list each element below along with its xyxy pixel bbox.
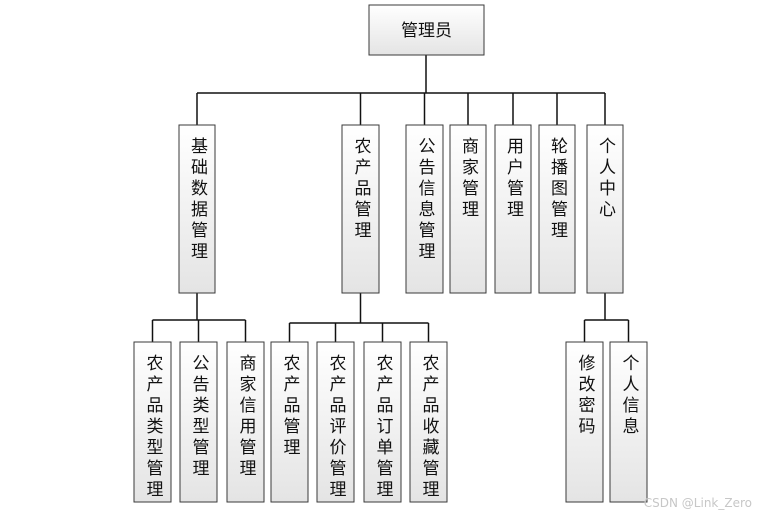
module-node-2: 公告信息管理 bbox=[405, 124, 444, 294]
child-node-1-3-box bbox=[409, 341, 448, 503]
child-node-6-1-box bbox=[609, 341, 648, 503]
child-node-0-1-box bbox=[179, 341, 218, 503]
module-node-5-box bbox=[538, 124, 576, 294]
module-node-6-box bbox=[586, 124, 624, 294]
child-node-6-0-box bbox=[565, 341, 604, 503]
diagram-nodes: 管理员基础数据管理农产品管理公告信息管理商家管理用户管理轮播图管理个人中心农产品… bbox=[133, 4, 648, 503]
child-node-1-1-label: 农产品评价管理 bbox=[326, 354, 347, 501]
child-node-1-2-label: 农产品订单管理 bbox=[373, 354, 394, 501]
child-node-6-0: 修改密码 bbox=[565, 341, 604, 503]
module-node-6: 个人中心 bbox=[586, 124, 624, 294]
child-node-0-0-box bbox=[133, 341, 172, 503]
child-node-0-1: 公告类型管理 bbox=[179, 341, 218, 503]
child-node-1-0-box bbox=[270, 341, 309, 503]
module-node-3-box bbox=[449, 124, 487, 294]
child-node-0-1-label: 公告类型管理 bbox=[189, 354, 210, 480]
child-node-0-0-label: 农产品类型管理 bbox=[143, 354, 164, 501]
module-node-4: 用户管理 bbox=[494, 124, 532, 294]
module-node-5: 轮播图管理 bbox=[538, 124, 576, 294]
child-node-1-2: 农产品订单管理 bbox=[363, 341, 402, 503]
module-node-0-label: 基础数据管理 bbox=[187, 137, 208, 263]
connector-lines bbox=[151, 55, 630, 342]
module-node-0-box bbox=[178, 124, 216, 294]
module-node-4-box bbox=[494, 124, 532, 294]
module-node-4-label: 用户管理 bbox=[503, 137, 524, 221]
child-node-1-0: 农产品管理 bbox=[270, 341, 309, 503]
module-node-2-label: 公告信息管理 bbox=[415, 137, 436, 263]
child-node-0-2-label: 商家信用管理 bbox=[236, 354, 257, 480]
root-node-admin: 管理员 bbox=[368, 4, 485, 56]
module-node-2-box bbox=[405, 124, 444, 294]
watermark-text: CSDN @Link_Zero bbox=[643, 496, 752, 510]
child-node-1-1-box bbox=[316, 341, 355, 503]
root-node-admin-box bbox=[368, 4, 485, 56]
child-node-1-3: 农产品收藏管理 bbox=[409, 341, 448, 503]
child-node-1-2-box bbox=[363, 341, 402, 503]
module-node-1: 农产品管理 bbox=[341, 124, 380, 294]
module-node-1-label: 农产品管理 bbox=[351, 137, 372, 242]
child-node-6-1: 个人信息 bbox=[609, 341, 648, 503]
module-node-3-label: 商家管理 bbox=[458, 137, 479, 221]
child-node-6-0-label: 修改密码 bbox=[575, 354, 596, 438]
child-node-1-0-label: 农产品管理 bbox=[280, 354, 301, 459]
child-node-0-0: 农产品类型管理 bbox=[133, 341, 172, 503]
child-node-6-1-label: 个人信息 bbox=[619, 354, 640, 438]
module-node-0: 基础数据管理 bbox=[178, 124, 216, 294]
module-node-1-box bbox=[341, 124, 380, 294]
child-node-1-3-label: 农产品收藏管理 bbox=[419, 354, 440, 501]
child-node-1-1: 农产品评价管理 bbox=[316, 341, 355, 503]
module-node-6-label: 个人中心 bbox=[595, 137, 616, 221]
child-node-0-2: 商家信用管理 bbox=[226, 341, 265, 503]
module-node-5-label: 轮播图管理 bbox=[547, 137, 568, 242]
child-node-0-2-box bbox=[226, 341, 265, 503]
root-node-admin-label: 管理员 bbox=[401, 21, 452, 41]
module-node-3: 商家管理 bbox=[449, 124, 487, 294]
